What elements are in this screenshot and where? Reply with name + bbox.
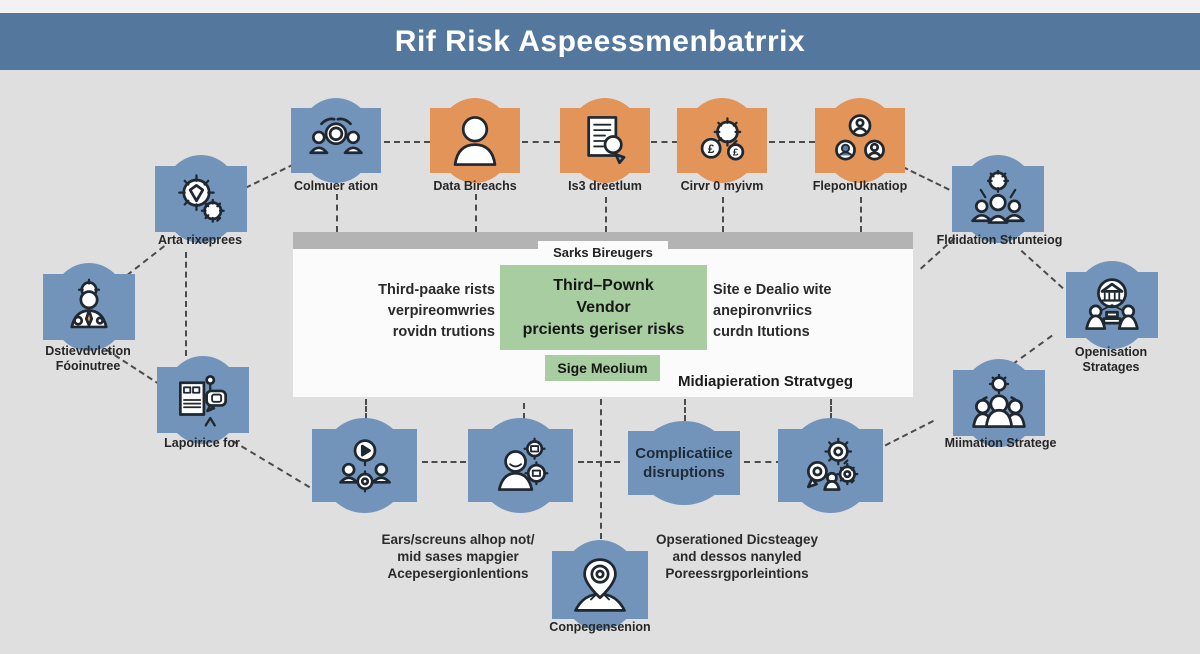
crowd-gear-icon	[969, 170, 1027, 228]
dashed-connector	[769, 141, 815, 143]
central-panel: Sarks Bireugers Third-paake rists verpir…	[293, 232, 913, 397]
node-label-organisation: Openisation Stratages	[1041, 345, 1181, 375]
node-training	[312, 418, 417, 513]
page-title: Rif Risk Aspeessmenbatrrix	[394, 24, 806, 58]
node-compliance	[157, 356, 249, 444]
bank-people-icon	[1083, 276, 1141, 334]
node-process-gears	[778, 418, 883, 513]
dashed-connector	[830, 399, 832, 419]
text-line: Acepesergionlentions	[387, 566, 529, 581]
dashed-connector	[185, 252, 187, 356]
text-line: mid sases mapgier	[397, 549, 519, 564]
node-comprehension	[552, 540, 648, 630]
node-issue-doc	[560, 98, 650, 183]
dashed-connector	[336, 194, 338, 232]
node-organisation	[1066, 261, 1158, 349]
dashed-connector	[600, 399, 602, 539]
text-line: Vendor	[576, 298, 631, 316]
text-line: Site e Dealio wite	[713, 282, 832, 298]
node-collaboration	[291, 98, 381, 183]
node-label-data-deletion: Dstievdvletion Fóoinutree	[18, 344, 158, 374]
text-line: anepironvriics	[713, 303, 813, 319]
text-line: curdn Itutions	[713, 324, 810, 340]
dashed-connector	[384, 141, 430, 143]
node-data-breaches	[430, 98, 520, 183]
gears-person-icon	[802, 437, 860, 495]
node-label-validation: Fldidation Strunteiog	[936, 233, 1063, 247]
node-expertise	[155, 155, 247, 243]
svg-text:£: £	[733, 147, 739, 158]
dashed-connector	[475, 194, 477, 232]
text-line: rovidn trutions	[392, 324, 495, 340]
node-operator	[468, 418, 573, 513]
dashed-connector	[684, 399, 686, 421]
dashed-connector	[523, 403, 525, 419]
document-magnifier-icon	[576, 112, 634, 170]
dashed-connector	[605, 197, 607, 232]
text-line: Opserationed Dicsteagey	[655, 532, 819, 547]
dashed-connector	[1020, 250, 1064, 289]
dashed-connector	[722, 197, 724, 232]
label-line: Dstievdvletion	[45, 344, 131, 358]
panel-right-text: Site e Dealio wite anepironvriics curdn …	[713, 280, 873, 343]
dashed-connector	[422, 461, 466, 463]
play-people-gear-icon	[336, 437, 394, 495]
node-mitigation	[953, 359, 1045, 447]
note-right: Opserationed Dicsteagey and dessos nanyl…	[627, 531, 847, 582]
text-line: and dessos nanyled	[672, 549, 802, 564]
node-label-reputation: FleponUknatiop	[812, 179, 908, 193]
dashed-connector	[651, 141, 678, 143]
person-monitors-icon	[492, 437, 550, 495]
node-label-mitigation: Miimation Stratege	[944, 436, 1057, 450]
note-left: Ears/screuns alhop not/ mid sases mapgie…	[348, 531, 568, 582]
people-network-icon	[307, 112, 365, 170]
top-strip	[0, 0, 1200, 13]
person-gear-avatar-icon	[60, 278, 118, 336]
node-validation	[952, 155, 1044, 243]
panel-header-bar	[293, 232, 913, 249]
node-disruptions: Complicatiice disruptions	[628, 421, 740, 505]
svg-text:£: £	[708, 142, 715, 155]
gears-currency-icon: ££	[693, 112, 751, 170]
node-label-compliance: Lapoirice for	[164, 436, 240, 450]
document-speech-icon	[174, 371, 232, 429]
node-label-collaboration: Colmuer ation	[293, 179, 379, 193]
panel-left-text: Third-paake rists verpireomwries rovidn …	[355, 280, 495, 343]
panel-center-box: Third–Pownk Vendor prcients geriser risk…	[500, 265, 707, 350]
text-line: Third-paake rists	[378, 282, 495, 298]
dashed-connector	[578, 461, 620, 463]
text-line: verpireomwries	[387, 303, 495, 319]
dashed-connector	[744, 461, 782, 463]
text-line: Poreessrgporleintions	[665, 566, 809, 581]
people-gear-icon	[970, 374, 1028, 432]
panel-caption: Midiapieration Stratvgeg	[678, 373, 854, 390]
pin-person-icon	[571, 556, 629, 614]
node-label-currency-gears: Cirvr 0 myivm	[680, 179, 764, 193]
dashed-connector	[522, 141, 560, 143]
node-label-comprehension: Conpegensenion	[549, 620, 651, 634]
text-line: Complicatiice	[635, 445, 733, 462]
title-bar: Rif Risk Aspeessmenbatrrix	[0, 13, 1200, 70]
severity-badge: Sige Meolium	[545, 355, 660, 381]
text-line: prcients geriser risks	[522, 320, 685, 338]
node-label-expertise: Arta rixeprees	[157, 233, 243, 247]
dashed-connector	[860, 197, 862, 232]
node-currency-gears: ££	[677, 98, 767, 183]
text-line: Third–Pownk	[553, 276, 654, 294]
text-line: disruptions	[643, 464, 725, 481]
label-line: Fóoinutree	[55, 359, 121, 373]
node-label-data-breaches: Data Bireachs	[433, 179, 517, 193]
disruptions-text: Complicatiice disruptions	[635, 444, 733, 482]
person-icon	[446, 112, 504, 170]
dashed-connector	[365, 399, 367, 419]
people-circles-icon	[831, 112, 889, 170]
gears-icon	[172, 170, 230, 228]
panel-tab: Sarks Bireugers	[538, 241, 668, 263]
node-data-deletion	[43, 263, 135, 351]
node-reputation	[815, 98, 905, 183]
node-label-issue-doc: Is3 dreetlum	[568, 179, 642, 193]
text-line: Ears/screuns alhop not/	[381, 532, 535, 547]
label-line: Openisation	[1074, 345, 1148, 359]
label-line: Stratages	[1082, 360, 1140, 374]
